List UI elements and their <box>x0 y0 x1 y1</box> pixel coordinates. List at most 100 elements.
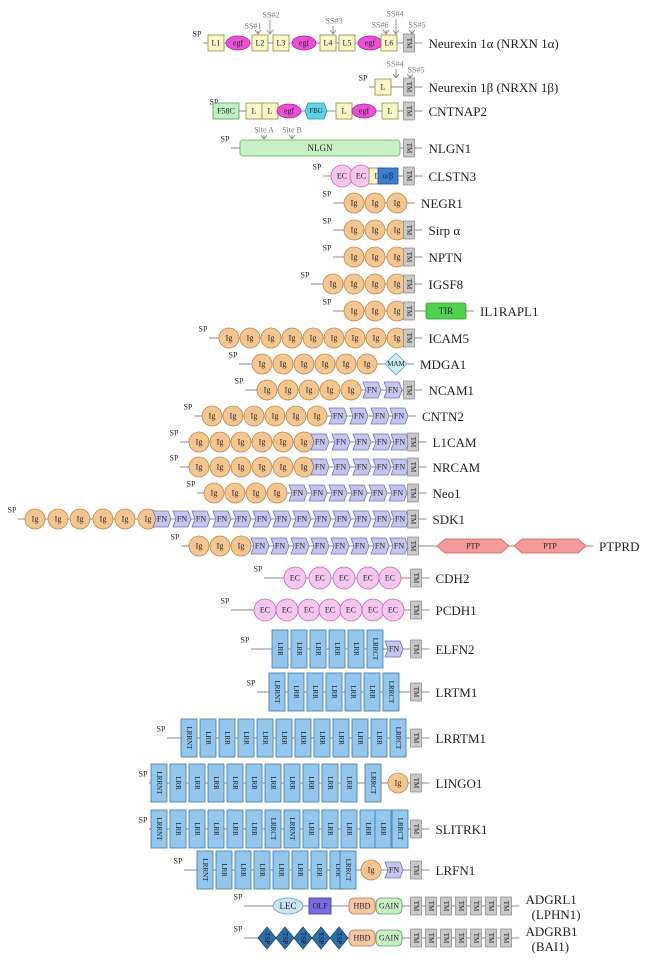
domain-ig: Ig <box>209 431 231 453</box>
domain-fn: FN <box>312 510 332 528</box>
domain-lrr: LRR <box>294 718 312 758</box>
domain-label: Ig <box>394 280 401 289</box>
domain-label: LRR <box>276 642 284 656</box>
domain-l5: L5 <box>338 34 356 52</box>
domain-label: TSP <box>263 932 271 944</box>
domain-tm: TM <box>425 928 437 948</box>
domain-lrr: LRR <box>234 850 252 890</box>
domain-tsp: TSP <box>329 926 349 950</box>
domain-ig: Ig <box>218 327 240 349</box>
domain-tm: TM <box>403 380 415 400</box>
domain-label: LRR <box>212 822 220 836</box>
domain-label: LRRCT <box>396 818 404 841</box>
domain-label: FN <box>395 515 405 524</box>
protein-name: CNTN2 <box>422 409 464 424</box>
signal-peptide-label: SP <box>139 816 148 825</box>
domain-fn: FN <box>310 458 330 476</box>
domain-ec: EC <box>283 566 307 590</box>
domain-label: FN <box>315 542 325 551</box>
domain-label: LRR <box>223 731 231 745</box>
domain-label: TM <box>412 687 420 698</box>
domain-lrr: LRR <box>374 809 392 849</box>
domain-ig: Ig <box>335 353 357 375</box>
domain-label: Ig <box>272 412 279 421</box>
domain-label: LRR <box>258 863 266 877</box>
domain-label: Ig <box>209 412 216 421</box>
domain-fn: FN <box>191 510 211 528</box>
domain-label: TM <box>412 733 420 744</box>
callout-label: Site A <box>254 126 274 135</box>
domain-lrr: LRR <box>321 809 339 849</box>
domain-label: Ig <box>394 253 401 262</box>
domain-label: Ig <box>253 489 260 498</box>
domain-label: LRRNT <box>288 818 296 842</box>
callout-label: Site B <box>282 126 302 135</box>
signal-peptide-label: SP <box>323 244 332 253</box>
domain-label: TM <box>412 778 420 789</box>
domain-label: LRRCT <box>369 772 377 795</box>
domain-label: Ig <box>259 463 266 472</box>
domain-lrrnt: LRRNT <box>180 718 198 758</box>
domain-label: LRR <box>307 776 315 790</box>
domain-hbd: HBD <box>348 929 376 947</box>
callout-arrow: SS#4 <box>387 60 403 79</box>
domain-ec: EC <box>332 566 356 590</box>
domain-ig: Ig <box>114 508 136 530</box>
domain-label: LRR <box>250 822 258 836</box>
domain-label: TM <box>405 225 413 236</box>
signal-peptide-label: SP <box>187 480 196 489</box>
domain-ig: Ig <box>319 379 341 401</box>
domain-egf: egf <box>291 35 317 51</box>
domain-ig: Ig <box>260 327 282 349</box>
domain-label: EC <box>363 574 373 583</box>
domain-label: FN <box>217 515 227 524</box>
domain-ig: Ig <box>365 327 387 349</box>
domain-label: FN <box>313 489 323 498</box>
domain-label: Ig <box>352 334 359 343</box>
domain-label: EC <box>325 606 335 615</box>
domain-ig: Ig <box>344 327 366 349</box>
domain-label: LRR <box>239 863 247 877</box>
domain-label: egf <box>299 39 310 48</box>
domain-label: LRR <box>204 731 212 745</box>
domain-label: FN <box>277 515 287 524</box>
domain-label: LRRNT <box>201 859 209 883</box>
domain-label: FN <box>297 515 307 524</box>
domain-tsp: TSP <box>293 926 313 950</box>
domain-label: FN <box>393 489 403 498</box>
signal-peptide-label: SP <box>174 857 183 866</box>
domain-lrr: LRR <box>272 850 290 890</box>
domain-label: LEC <box>280 901 297 911</box>
domain-label: LRR <box>333 642 341 656</box>
domain-ec: EC <box>381 598 405 622</box>
domain-label: TM <box>412 933 420 944</box>
domain-label: Ig <box>55 515 62 524</box>
protein-name: L1CAM <box>433 435 478 450</box>
domain-lrr: LRR <box>321 763 339 803</box>
domain-label: FN <box>395 463 405 472</box>
domain-label: Ig <box>247 334 254 343</box>
domain-fn: FN <box>348 484 368 502</box>
domain-label: FN <box>333 489 343 498</box>
domain-ig: Ig <box>209 456 231 478</box>
domain-label: Ig <box>100 515 107 524</box>
domain-lrr: LRR <box>302 809 320 849</box>
domain-label: FN <box>357 438 367 447</box>
domain-label: LRR <box>174 822 182 836</box>
domain-lrr: LRR <box>302 763 320 803</box>
domain-label: TM <box>412 605 420 616</box>
domain-ig: Ig <box>69 508 91 530</box>
domain-label: egf <box>284 107 295 116</box>
domain-ig: Ig <box>209 535 231 557</box>
domain-label: TM <box>442 901 450 912</box>
domain-label: TM <box>472 901 480 912</box>
protein-name: IL1RAPL1 <box>480 304 539 319</box>
domain-label: Ig <box>372 280 379 289</box>
domain-lrr: LRR <box>283 763 301 803</box>
domain-gain: GAIN <box>375 929 403 947</box>
domain-tm: TM <box>455 928 467 948</box>
